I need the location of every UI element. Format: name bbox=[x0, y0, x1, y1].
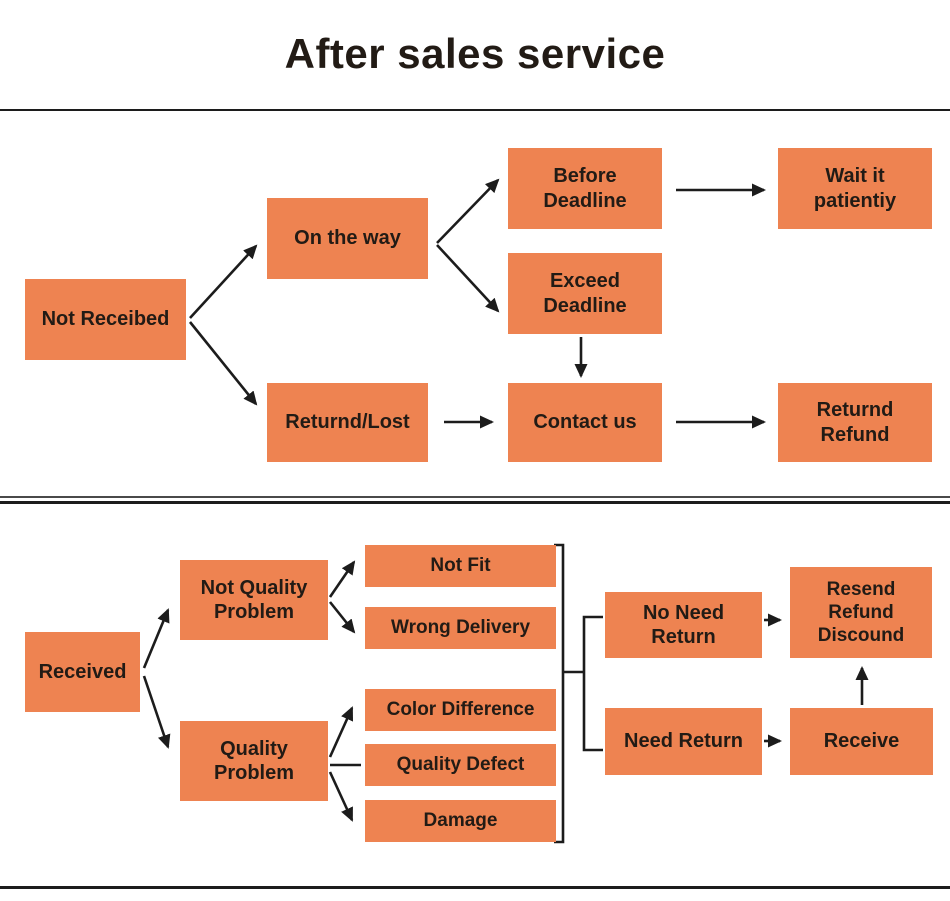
node-no-need-return: No Need Return bbox=[605, 592, 762, 658]
node-not-received: Not Receibed bbox=[25, 279, 186, 360]
divider-under-title bbox=[0, 109, 950, 111]
edge-received-qualityproblem bbox=[142, 675, 171, 749]
node-need-return: Need Return bbox=[605, 708, 762, 775]
edge-notreceived-returnedlost bbox=[188, 321, 258, 406]
edge-ontheway-beforedeadline bbox=[436, 178, 500, 244]
node-returned-lost: Returnd/Lost bbox=[267, 383, 428, 462]
node-returned-refund: Returnd Refund bbox=[778, 383, 932, 462]
node-not-fit: Not Fit bbox=[365, 545, 556, 587]
split-to-return-options bbox=[582, 615, 603, 752]
node-exceed-deadline: Exceed Deadline bbox=[508, 253, 662, 334]
page-title: After sales service bbox=[284, 30, 666, 77]
node-not-quality-problem: Not Quality Problem bbox=[180, 560, 328, 640]
node-resend-refund-discount: Resend Refund Discound bbox=[790, 567, 932, 658]
edge-qp-colordifference bbox=[328, 706, 354, 758]
edge-received-notqualityproblem bbox=[142, 608, 170, 669]
section-divider-thin bbox=[0, 496, 950, 498]
node-wait-it-patiently: Wait it patientiy bbox=[778, 148, 932, 229]
node-quality-problem: Quality Problem bbox=[180, 721, 328, 801]
node-received: Received bbox=[25, 632, 140, 712]
node-wrong-delivery: Wrong Delivery bbox=[365, 607, 556, 649]
bottom-divider bbox=[0, 886, 950, 889]
node-damage: Damage bbox=[365, 800, 556, 842]
node-before-deadline: Before Deadline bbox=[508, 148, 662, 229]
edge-nqp-notfit bbox=[328, 560, 356, 598]
edge-ontheway-exceeddeadline bbox=[436, 244, 500, 313]
node-contact-us: Contact us bbox=[508, 383, 662, 462]
edge-qp-damage bbox=[328, 771, 354, 822]
node-quality-defect: Quality Defect bbox=[365, 744, 556, 786]
node-color-difference: Color Difference bbox=[365, 689, 556, 731]
section-divider-thick bbox=[0, 501, 950, 504]
node-on-the-way: On the way bbox=[267, 198, 428, 279]
edge-nqp-wrongdelivery bbox=[328, 601, 356, 634]
edge-notreceived-ontheway bbox=[189, 244, 258, 319]
node-receive: Receive bbox=[790, 708, 933, 775]
